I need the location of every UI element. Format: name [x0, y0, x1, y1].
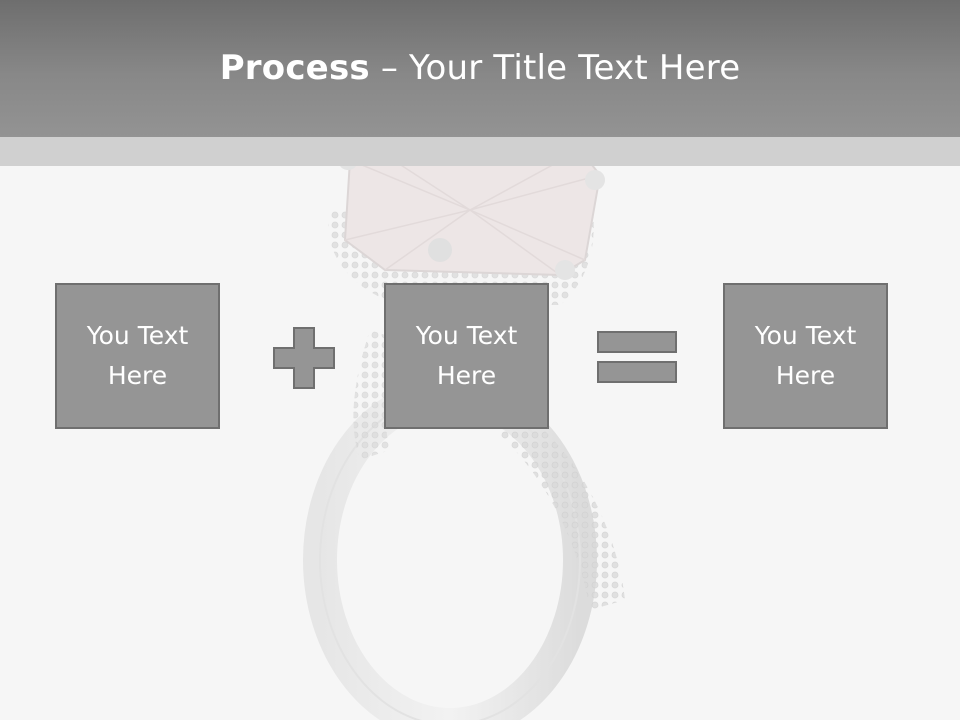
equals-icon [597, 331, 677, 383]
process-step-1-box[interactable]: You Text Here [55, 283, 220, 429]
title-bold-text: Process [219, 47, 370, 88]
title-underline-strip [0, 137, 960, 166]
process-result-box[interactable]: You Text Here [723, 283, 888, 429]
title-rest-text: – Your Title Text Here [369, 47, 741, 88]
process-result-label: You Text Here [754, 321, 857, 390]
process-step-1-label: You Text Here [86, 321, 189, 390]
title-bar: Process – Your Title Text Here [0, 0, 960, 137]
process-step-2-label: You Text Here [415, 321, 518, 390]
plus-icon [273, 327, 335, 389]
slide-title: Process – Your Title Text Here [220, 48, 741, 88]
process-step-2-box[interactable]: You Text Here [384, 283, 549, 429]
